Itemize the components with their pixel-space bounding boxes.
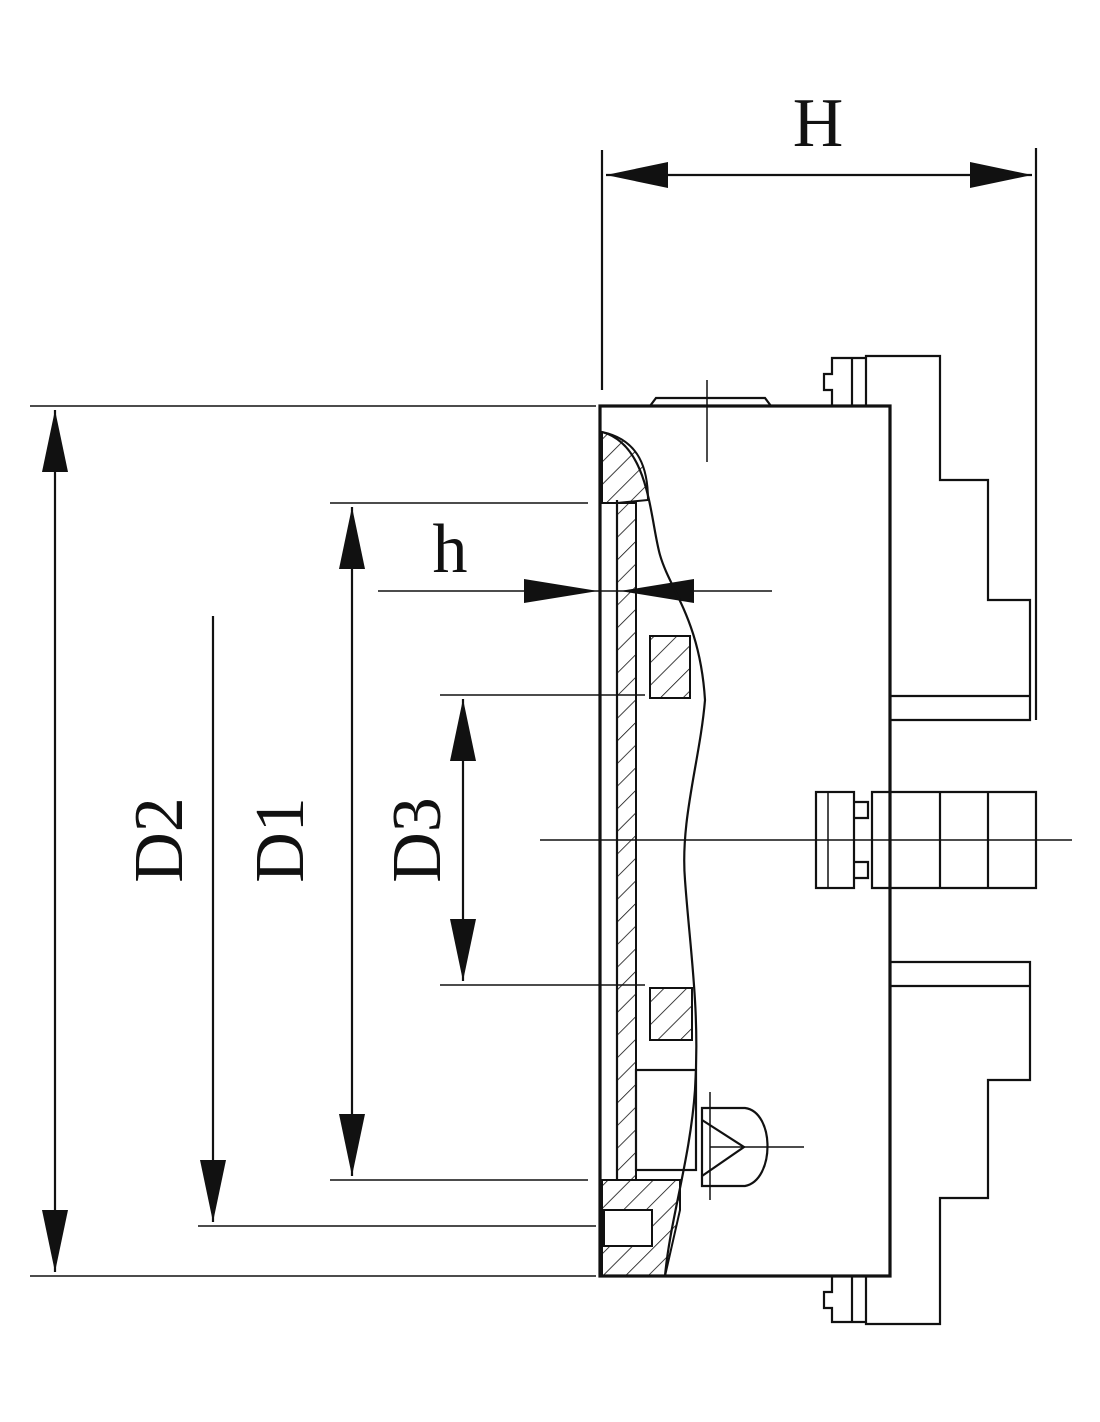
dimension-D1: D1 [242, 502, 588, 1181]
dimension-bolt-circle [198, 616, 596, 1227]
label-D2: D2 [121, 797, 198, 883]
dimension-D2: D2 [30, 405, 596, 1277]
chuck-body [598, 380, 892, 1278]
bottom-jaw [822, 960, 1032, 1326]
top-jaw [822, 354, 1032, 722]
label-D1: D1 [242, 797, 319, 883]
label-D3: D3 [379, 797, 456, 883]
dimension-D3: D3 [379, 694, 645, 986]
middle-jaw [814, 790, 1038, 890]
label-H: H [793, 85, 844, 162]
pinion-socket [700, 1092, 804, 1200]
back-plate-section [601, 430, 707, 1277]
label-h: h [433, 511, 468, 588]
dimension-H: H [600, 85, 1038, 720]
dimension-h: h [378, 511, 772, 603]
